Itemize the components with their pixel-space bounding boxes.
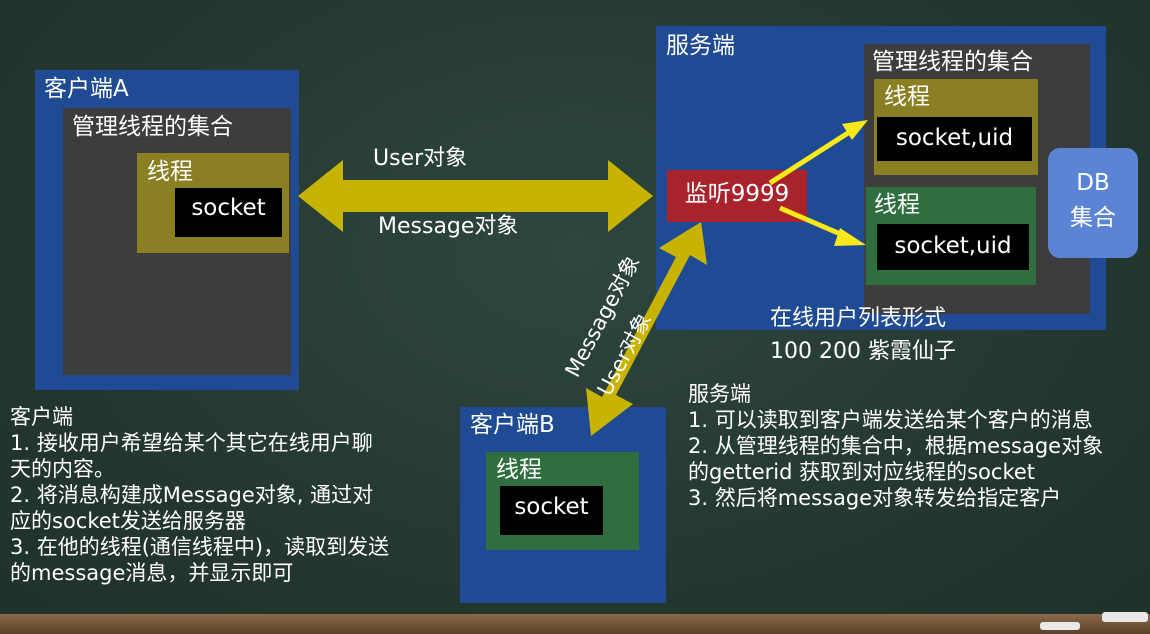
db-collection-label: 集合 (1070, 205, 1116, 231)
chalk-piece (1102, 612, 1148, 622)
client-notes-heading: 客户端 (10, 405, 73, 429)
client-notes-line: 3. 在他的线程(通信线程中)，读取到发送 (10, 535, 390, 559)
chalk-piece (1040, 622, 1080, 630)
server-notes-line: 1. 可以读取到客户端发送给某个客户的消息 (688, 408, 1093, 432)
arrow-to-thread-1 (768, 130, 850, 186)
chalkboard-tray (0, 614, 1150, 634)
server-notes-heading: 服务端 (688, 382, 751, 406)
double-arrow-diagonal (586, 222, 707, 436)
client-b-title: 客户端B (470, 412, 555, 438)
arrow-to-thread-2 (779, 205, 846, 239)
client-b-socket: socket (500, 486, 603, 535)
server-notes-line: 3. 然后将message对象转发给指定客户 (688, 486, 1062, 510)
client-notes-line: 1. 接收用户希望给某个其它在线用户聊 (10, 431, 373, 455)
server-thread-2-socket: socket,uid (877, 224, 1029, 270)
db-label: DB (1076, 170, 1110, 196)
client-a-thread-label: 线程 (147, 159, 193, 185)
client-notes-line: 的message消息，并显示即可 (10, 561, 294, 585)
server-notes-line: 2. 从管理线程的集合中，根据message对象 (688, 434, 1104, 458)
server-collection-label: 管理线程的集合 (872, 49, 1033, 75)
client-a-collection-label: 管理线程的集合 (72, 114, 233, 140)
server-thread-2-label: 线程 (874, 192, 920, 218)
client-b-thread-label: 线程 (496, 457, 542, 483)
client-a-title: 客户端A (44, 76, 129, 102)
server-notes: 服务端 1. 可以读取到客户端发送给某个客户的消息 2. 从管理线程的集合中，根… (688, 381, 1150, 511)
client-notes-line: 天的内容。 (10, 457, 115, 481)
online-list-title: 在线用户列表形式 (770, 306, 947, 331)
client-a-socket: socket (175, 188, 282, 237)
server-thread-1-label: 线程 (884, 84, 930, 110)
double-arrow-horizontal (298, 160, 653, 232)
client-notes-line: 2. 将消息构建成Message对象, 通过对 (10, 483, 374, 507)
client-notes-line: 应的socket发送给服务器 (10, 509, 246, 533)
listen-port-box: 监听9999 (667, 170, 807, 222)
message-object-label: Message对象 (378, 214, 519, 239)
online-list-values: 100 200 紫霞仙子 (770, 339, 956, 364)
user-object-label: User对象 (373, 146, 468, 171)
arrow-to-thread-1-head (842, 120, 868, 140)
arrow-to-thread-2-head (834, 228, 866, 246)
server-thread-1-socket: socket,uid (877, 117, 1032, 161)
server-notes-line: 的getterid 获取到对应线程的socket (688, 460, 1036, 484)
db-collection-box (1048, 148, 1138, 258)
client-notes: 客户端 1. 接收用户希望给某个其它在线用户聊 天的内容。 2. 将消息构建成M… (10, 404, 389, 586)
server-title: 服务端 (666, 33, 735, 59)
